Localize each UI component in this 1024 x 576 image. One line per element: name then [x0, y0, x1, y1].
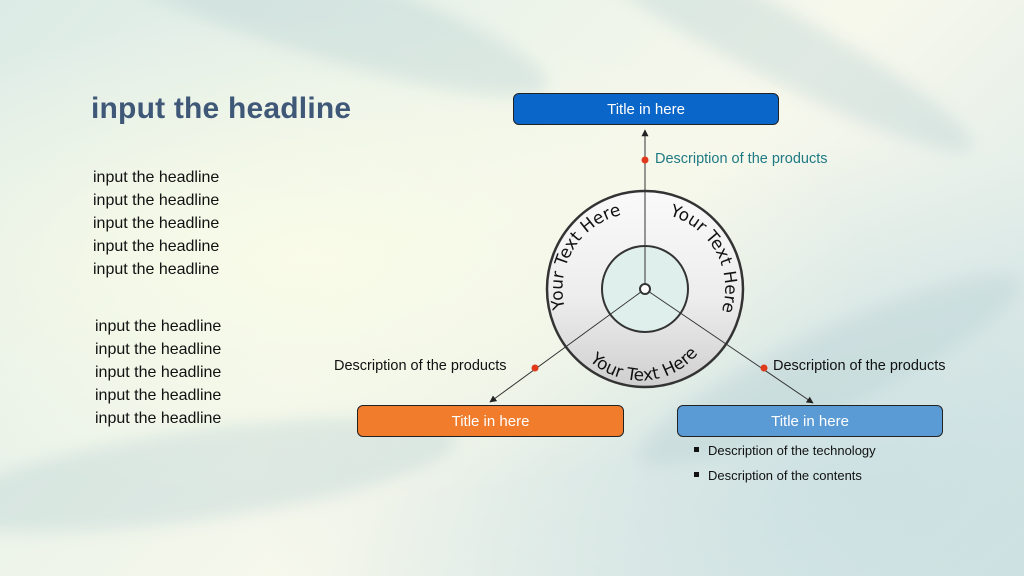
list-item: Description of the contents [694, 465, 876, 490]
text-line: input the headline [93, 261, 220, 278]
connector-left [489, 288, 646, 403]
description-right: Description of the products [773, 358, 946, 374]
text-line: input the headline [95, 341, 222, 358]
text-block-2: input the headline input the headline in… [95, 315, 221, 430]
text-line: input the headline [93, 215, 220, 232]
title-box-right[interactable]: Title in here [677, 405, 943, 437]
text-block-1: input the headline input the headline in… [93, 166, 219, 281]
bullet-square-icon [694, 447, 699, 453]
description-top: Description of the products [655, 151, 828, 167]
text-line: input the headline [95, 364, 222, 381]
bullet-list: Description of the technology Descriptio… [694, 440, 876, 490]
dot-right [760, 364, 768, 372]
text-line: input the headline [95, 387, 222, 404]
text-line: input the headline [93, 169, 220, 186]
text-line: input the headline [93, 238, 220, 255]
text-line: input the headline [95, 410, 222, 427]
dot-left [531, 364, 539, 372]
title-box-top[interactable]: Title in here [513, 93, 779, 125]
description-left: Description of the products [334, 358, 507, 374]
slide-headline: input the headline [91, 92, 352, 125]
connector-right [644, 288, 814, 404]
bullet-square-icon [694, 472, 699, 478]
list-item: Description of the technology [694, 440, 876, 465]
text-line: input the headline [93, 192, 220, 209]
dot-top [641, 156, 649, 164]
center-hub [639, 283, 651, 295]
text-line: input the headline [95, 318, 222, 335]
title-box-left[interactable]: Title in here [357, 405, 624, 437]
